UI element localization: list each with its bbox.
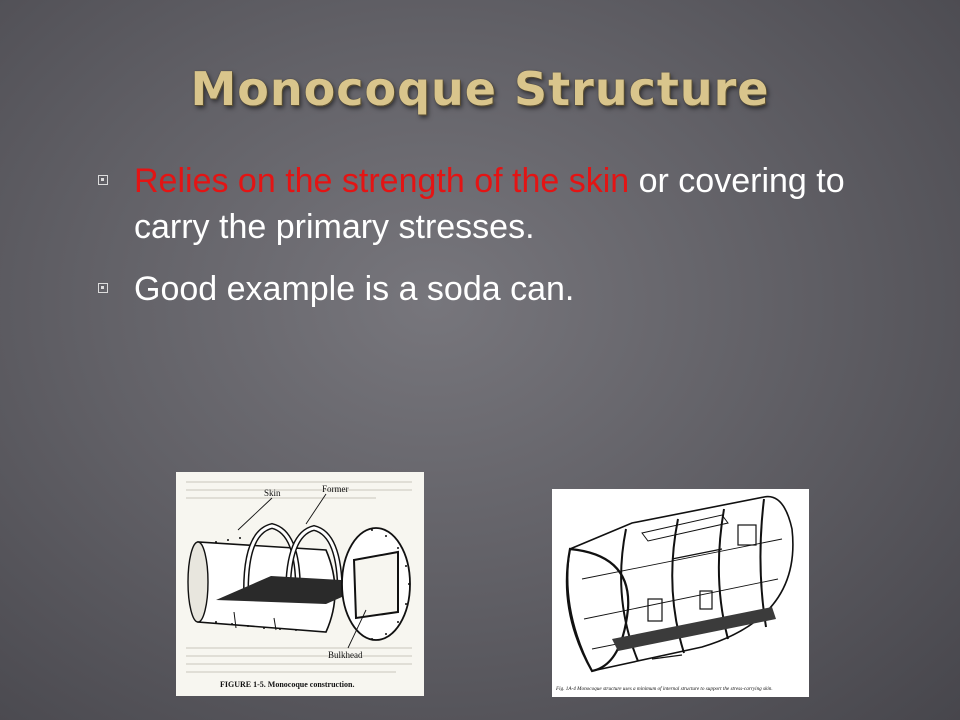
- bullet-highlight-text: Relies on the strength of the skin: [134, 162, 630, 200]
- bullet-item: Good example is a soda can.: [98, 266, 918, 312]
- figure-caption: Fig. 1A-4 Monocoque structure uses a min…: [556, 686, 773, 692]
- bullet-item: Relies on the strength of the skin or co…: [98, 158, 918, 250]
- monocoque-construction-figure: Skin Former Bulkhead FIGURE 1-5. Monocoq…: [176, 472, 424, 696]
- bullet-text: or covering to carry the primary stresse…: [134, 162, 845, 246]
- monocoque-fuselage-figure: Fig. 1A-4 Monocoque structure uses a min…: [552, 489, 809, 697]
- skin-label: Skin: [264, 488, 281, 498]
- bullet-text: Good example is a soda can.: [134, 270, 575, 308]
- figure-caption: FIGURE 1-5. Monocoque construction.: [220, 680, 355, 689]
- square-bullet-icon: [98, 175, 108, 185]
- square-bullet-icon: [98, 283, 108, 293]
- bullet-list: Relies on the strength of the skin or co…: [98, 158, 918, 312]
- former-label: Former: [322, 484, 349, 494]
- fuselage-cutaway-illustration: [565, 495, 794, 673]
- bulkhead-label: Bulkhead: [328, 650, 363, 660]
- slide-title: Monocoque Structure: [190, 62, 770, 116]
- monocoque-cylinder-illustration: [186, 481, 412, 673]
